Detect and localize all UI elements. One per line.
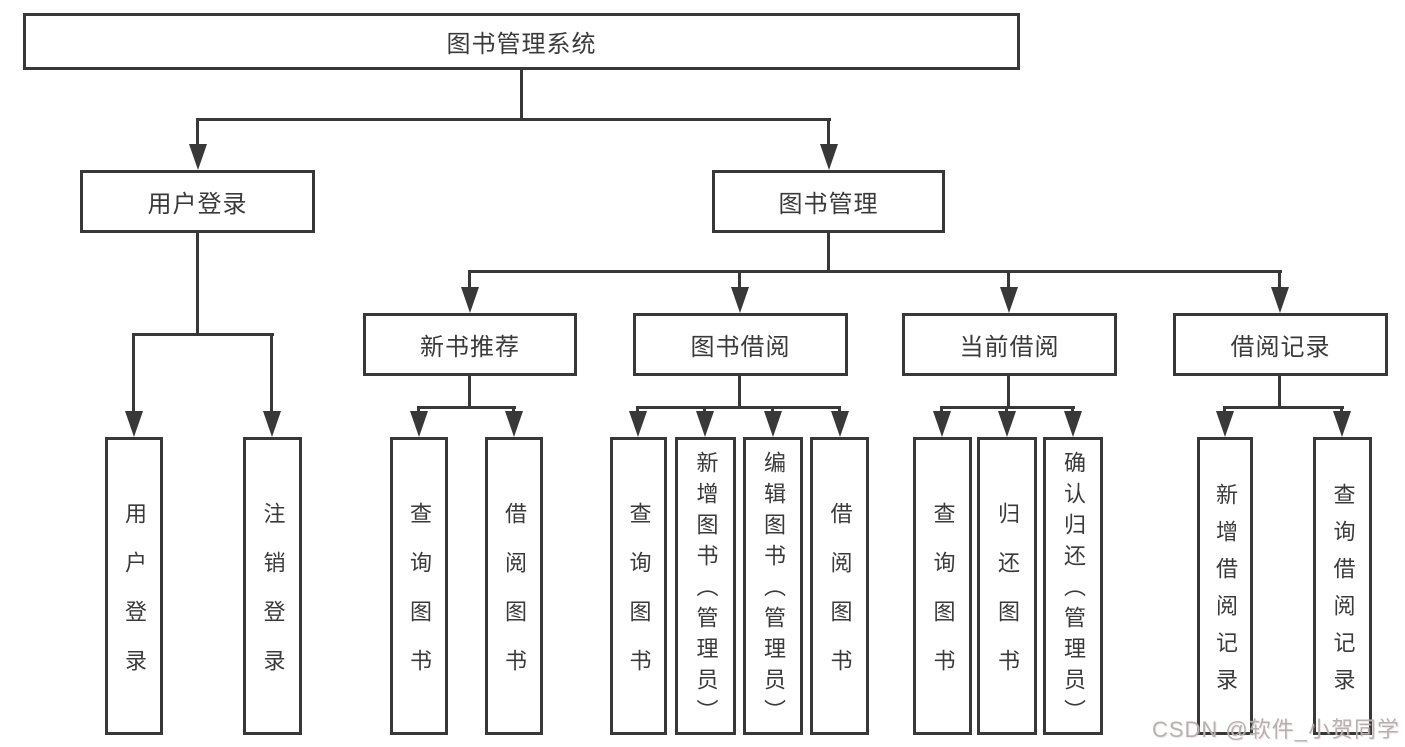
node-current-borrow: 当前借阅 [902, 313, 1117, 376]
arrow-down-icon [696, 406, 714, 437]
arrow-down-icon [1216, 406, 1234, 437]
connector-book-mgmt-stem [827, 233, 830, 273]
arrow-down-icon [831, 406, 849, 437]
connector-book-mgmt-split [469, 270, 1282, 273]
connector-book-borrow-split [637, 406, 841, 409]
leaf-return-book: 归还图书 [977, 437, 1037, 735]
arrow-down-icon [1333, 406, 1351, 437]
arrow-down-icon [263, 333, 281, 437]
arrow-down-icon [1000, 270, 1018, 313]
leaf-label: 查询图书 [930, 501, 956, 698]
leaf-label: 新增图书（管理员） [693, 451, 719, 730]
leaf-edit-book-admin: 编辑图书（管理员） [743, 437, 803, 735]
connector-current-borrow-stem [1007, 375, 1010, 409]
leaf-label: 查询借阅记录 [1330, 482, 1356, 705]
leaf-label: 归还图书 [995, 501, 1020, 698]
arrow-down-icon [410, 406, 428, 437]
leaf-label: 编辑图书（管理员） [761, 451, 786, 730]
arrow-down-icon [125, 333, 143, 437]
connector-borrow-record-split [1224, 406, 1344, 409]
connector-current-borrow-split [941, 406, 1075, 409]
leaf-label: 借阅图书 [827, 501, 853, 698]
arrow-down-icon [933, 406, 951, 437]
leaf-label: 确认归还（管理员） [1061, 451, 1086, 730]
leaf-borrow-book-1: 借阅图书 [485, 437, 543, 735]
node-borrow-record: 借阅记录 [1173, 313, 1388, 376]
connector-borrow-record-stem [1278, 375, 1281, 409]
connector-new-book-split [418, 406, 516, 409]
leaf-add-book-admin: 新增图书（管理员） [675, 437, 736, 735]
node-root: 图书管理系统 [23, 13, 1020, 70]
node-book-borrow: 图书借阅 [633, 313, 848, 376]
leaf-label: 借阅图书 [502, 501, 527, 698]
arrow-down-icon [1271, 270, 1289, 313]
leaf-label: 新增借阅记录 [1213, 482, 1238, 705]
leaf-query-book-1: 查询图书 [390, 437, 448, 735]
leaf-logout: 注销登录 [243, 437, 302, 735]
arrow-down-icon [764, 406, 782, 437]
arrow-down-icon [998, 406, 1016, 437]
arrow-down-icon [189, 118, 207, 170]
leaf-query-borrow-record: 查询借阅记录 [1313, 437, 1372, 735]
arrow-down-icon [629, 406, 647, 437]
connector-root-split [197, 118, 831, 121]
watermark-csdn: CSDN @软件_小贺同学 [1151, 717, 1400, 742]
arrow-down-icon [731, 270, 749, 313]
arrow-down-icon [820, 118, 838, 170]
connector-new-book-stem [468, 375, 471, 409]
arrow-down-icon [505, 406, 523, 437]
leaf-confirm-return-admin: 确认归还（管理员） [1043, 437, 1103, 735]
connector-root-stem [520, 70, 523, 121]
arrow-down-icon [461, 270, 479, 313]
leaf-add-borrow-record: 新增借阅记录 [1197, 437, 1253, 735]
node-book-management: 图书管理 [712, 170, 945, 233]
leaf-label: 注销登录 [260, 501, 286, 698]
leaf-query-book-2: 查询图书 [610, 437, 667, 735]
leaf-user-login: 用户登录 [105, 437, 163, 735]
connector-user-login-stem [196, 233, 199, 336]
leaf-label: 用户登录 [122, 501, 147, 698]
node-new-book-recommend: 新书推荐 [363, 313, 577, 376]
connector-book-borrow-stem [738, 375, 741, 409]
arrow-down-icon [1064, 406, 1082, 437]
node-user-login: 用户登录 [80, 170, 315, 233]
connector-user-login-split [133, 333, 274, 336]
leaf-label: 查询图书 [407, 501, 432, 698]
leaf-label: 查询图书 [626, 501, 652, 698]
leaf-borrow-book-2: 借阅图书 [810, 437, 869, 735]
leaf-query-book-3: 查询图书 [913, 437, 972, 735]
